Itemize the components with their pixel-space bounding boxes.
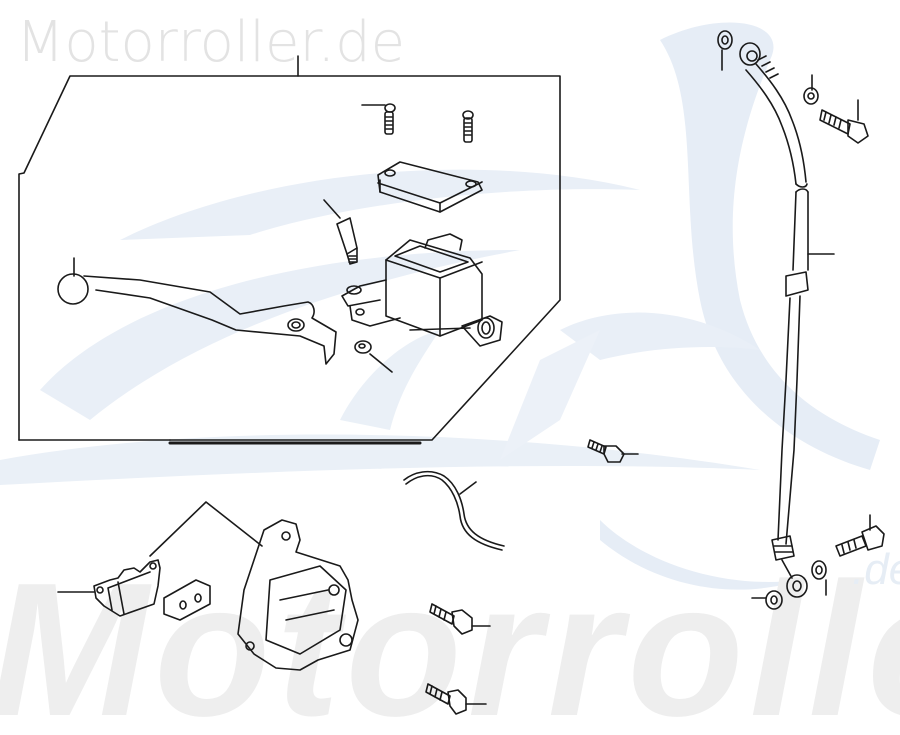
caliper-bolt-upper[interactable]	[429, 603, 491, 635]
brake-caliper[interactable]	[237, 519, 359, 671]
banjo-bolt-top[interactable]	[819, 99, 869, 144]
switch-wire[interactable]	[403, 470, 505, 551]
caliper-bolt-lower[interactable]	[425, 683, 487, 715]
brake-hose[interactable]	[745, 55, 835, 579]
banjo-fitting-top[interactable]	[739, 42, 761, 66]
brake-pad-right[interactable]	[163, 579, 211, 621]
reservoir-cap[interactable]	[377, 161, 483, 213]
caliper-group-leader	[149, 501, 263, 557]
banjo-washer-bottom-left[interactable]	[751, 590, 783, 610]
banjo-fitting-bottom[interactable]	[786, 574, 808, 598]
hose-clamp-bolt[interactable]	[587, 439, 639, 463]
banjo-washer-top[interactable]	[717, 30, 733, 71]
banjo-bolt-bottom[interactable]	[835, 514, 885, 557]
reservoir-screw-right[interactable]	[462, 110, 474, 143]
watermark-top-text: Motorroller.de	[16, 10, 406, 75]
master-cylinder[interactable]	[341, 233, 503, 347]
master-cylinder-group-frame	[18, 55, 561, 445]
brake-light-switch[interactable]	[323, 199, 358, 265]
reservoir-screw-left[interactable]	[361, 103, 396, 135]
brake-pad-left[interactable]	[57, 559, 161, 617]
lever-pivot-nut[interactable]	[354, 340, 393, 373]
brake-lever[interactable]	[57, 257, 337, 365]
banjo-washer-bottom-right[interactable]	[811, 560, 827, 596]
banjo-washer-mid[interactable]	[803, 74, 819, 105]
watermark-suffix-text: .de	[852, 545, 900, 594]
